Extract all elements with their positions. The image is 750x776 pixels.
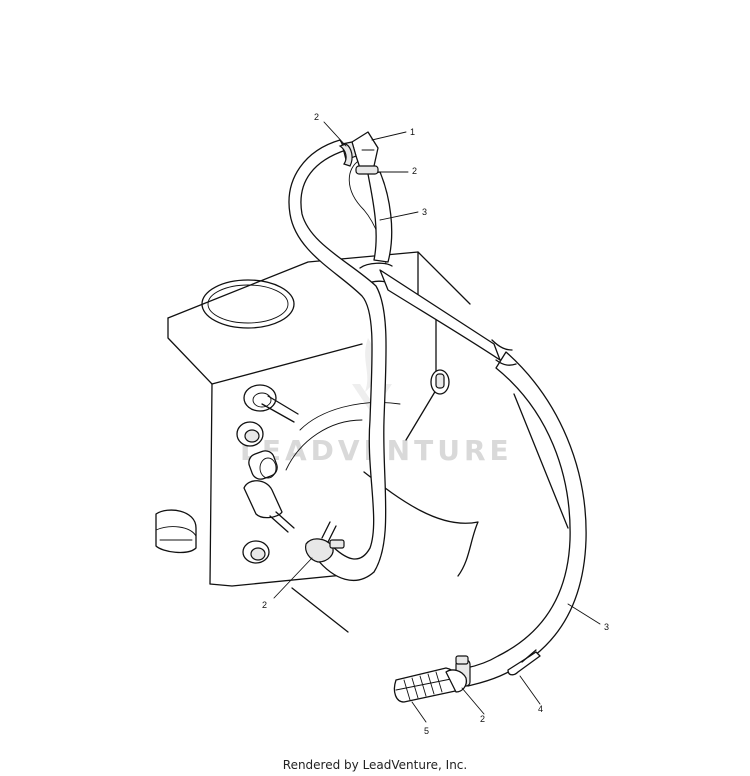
callout-3-lower: 3 [604, 622, 609, 632]
leader-c4 [519, 675, 541, 705]
tie-strap [507, 649, 541, 676]
callout-1: 1 [410, 127, 415, 137]
inline-filter [393, 667, 468, 703]
filler-opening [201, 279, 295, 329]
hose-vent [367, 171, 587, 687]
callout-3-upper: 3 [422, 207, 427, 217]
fitting-grommet-2 [236, 421, 264, 447]
footer-credit: Rendered by LeadVenture, Inc. [282, 758, 468, 772]
callout-labels: 1 2 2 3 2 3 4 2 5 [262, 112, 609, 736]
fitting-side-valve [430, 369, 450, 395]
leader-c3a [379, 211, 419, 221]
leader-lines [273, 121, 601, 723]
leader-c2a [323, 121, 347, 147]
clamp-upper-top [338, 143, 353, 167]
fitting-grommet-1 [243, 384, 299, 423]
fuel-tank [155, 251, 569, 633]
callout-4: 4 [538, 704, 543, 714]
leader-c5 [411, 701, 427, 723]
callout-2-lower-left: 2 [262, 600, 267, 610]
leader-c2d [461, 687, 485, 715]
leader-c3b [567, 603, 601, 625]
fitting-valve [248, 450, 278, 480]
fitting-grommet-3 [242, 540, 270, 564]
clamp-upper-right [355, 165, 379, 175]
callout-2-filter: 2 [480, 714, 485, 724]
fitting-nipple [243, 480, 295, 533]
clamp-lower-left [305, 521, 345, 563]
callout-2-elbow-right: 2 [412, 166, 417, 176]
leader-c2c [273, 557, 313, 599]
leader-c1 [371, 131, 407, 141]
mount-block [155, 509, 197, 554]
callout-2-elbow-left: 2 [314, 112, 319, 122]
callout-5: 5 [424, 726, 429, 736]
